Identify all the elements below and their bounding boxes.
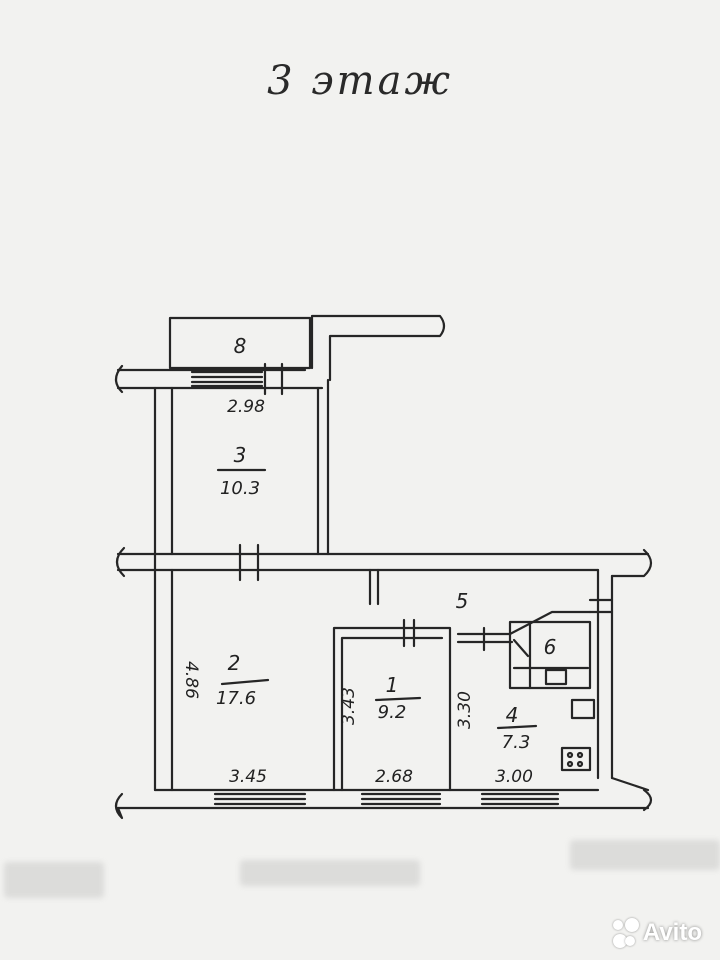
watermark-text: Avito [642,919,702,946]
scan-smudge [570,840,720,870]
dim-room2-width: 3.45 [229,767,267,787]
wall-break-left-middle [115,546,126,578]
wall-break-left-upper [114,364,124,394]
wall-room1 [332,626,452,792]
upper-window [190,370,264,388]
room-4-area: 7.3 [502,732,531,753]
sink-icon [570,698,596,720]
room-3-number: 3 [234,443,247,467]
bottom-window-3 [480,792,560,806]
page-title: 3 этаж [267,58,453,104]
wall-room1-inner [340,636,444,792]
room-5-number: 5 [456,589,469,613]
room-1-area: 9.2 [378,702,407,723]
scan-smudge [240,860,420,886]
wall-break-left-bottom [114,792,124,820]
dim-room2-height: 4.86 [181,661,201,699]
room-3-area: 10.3 [220,478,260,499]
dim-room1-width: 2.68 [375,767,413,787]
room-6-outline [508,620,592,690]
avito-watermark: Avito [612,918,702,948]
avito-logo-icon [612,918,639,948]
bottom-window-1 [213,792,307,806]
room-6-number: 6 [544,635,557,659]
room-2-number: 2 [228,651,241,675]
room-8-number: 8 [234,334,247,358]
scan-smudge [4,862,104,898]
dim-room1-height: 3.43 [339,687,359,725]
room-2-area: 17.6 [216,688,256,709]
stove-icon [560,746,592,772]
corridor-top-wall [310,314,446,382]
dim-room4-width: 3.00 [495,767,533,787]
room-8-outline [168,316,312,370]
bottom-window-2 [360,792,442,806]
wall-break-right-middle [610,548,653,578]
wall-break-right-bottom [642,788,653,812]
dim-room4-height: 3.30 [455,691,475,729]
room-4-number: 4 [506,703,519,727]
room-1-number: 1 [386,673,399,697]
dim-room3-width: 2.98 [227,397,265,417]
